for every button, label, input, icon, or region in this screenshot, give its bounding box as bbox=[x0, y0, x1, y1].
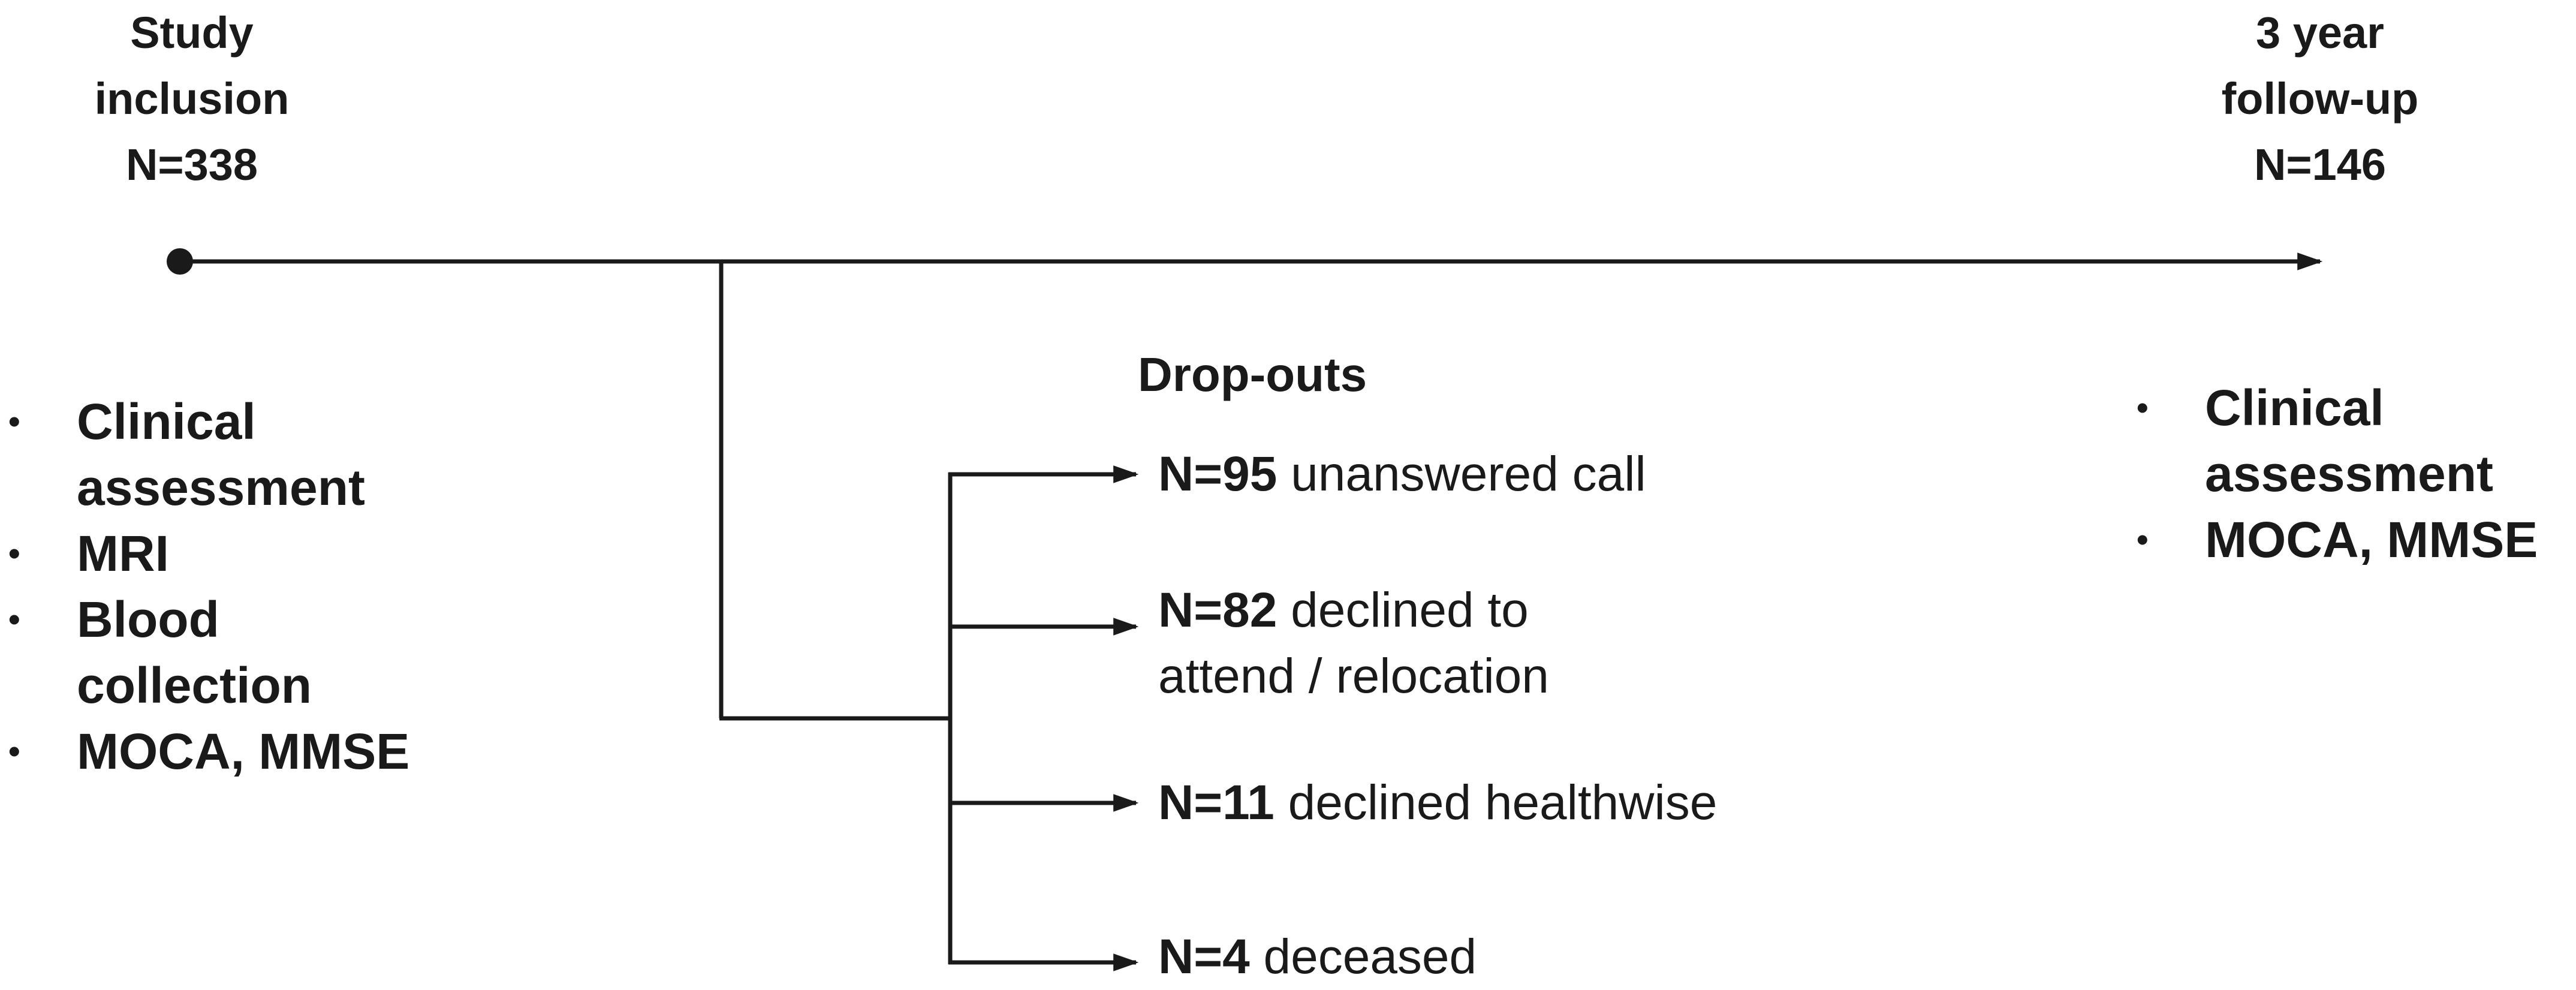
start-assessment-list: Clinical assessment MRI Blood collection… bbox=[0, 389, 432, 784]
start-item-mri: MRI bbox=[0, 520, 432, 586]
end-heading: 3 year follow-up N=146 bbox=[2170, 0, 2470, 198]
dropout-reason: declined to attend / relocation bbox=[1158, 583, 1549, 703]
end-item-moca: MOCA, MMSE bbox=[2128, 507, 2576, 573]
dropout-reason: deceased bbox=[1263, 929, 1477, 984]
end-count: N=146 bbox=[2253, 140, 2387, 189]
dropout-count: N=82 bbox=[1158, 583, 1278, 637]
start-item-blood: Blood collection bbox=[0, 586, 432, 718]
dropout-item-deceased: N=4 deceased bbox=[1158, 924, 1477, 990]
end-item-clinical: Clinical assessment bbox=[2128, 375, 2576, 507]
start-item-moca: MOCA, MMSE bbox=[0, 718, 432, 784]
dropout-count: N=11 bbox=[1158, 775, 1275, 830]
start-item-clinical: Clinical assessment bbox=[0, 389, 432, 520]
dropout-count: N=95 bbox=[1158, 447, 1278, 501]
dropout-reason: unanswered call bbox=[1291, 447, 1646, 501]
start-count: N=338 bbox=[125, 140, 258, 189]
dropout-reason: declined healthwise bbox=[1288, 775, 1718, 830]
start-title-line1: Study bbox=[130, 8, 254, 58]
end-title-line1: 3 year bbox=[2256, 8, 2384, 58]
dropout-count: N=4 bbox=[1158, 929, 1250, 984]
start-title-line2: inclusion bbox=[94, 74, 290, 124]
dropouts-title: Drop-outs bbox=[1138, 348, 1367, 401]
dropout-item-declined-health: N=11 declined healthwise bbox=[1158, 770, 1717, 836]
end-assessment-list: Clinical assessment MOCA, MMSE bbox=[2128, 375, 2576, 573]
dropout-item-declined-attend: N=82 declined to attend / relocation bbox=[1158, 577, 1650, 709]
end-title-line2: follow-up bbox=[2221, 74, 2419, 124]
start-heading: Study inclusion N=338 bbox=[42, 0, 342, 198]
dropout-item-unanswered: N=95 unanswered call bbox=[1158, 441, 1646, 507]
